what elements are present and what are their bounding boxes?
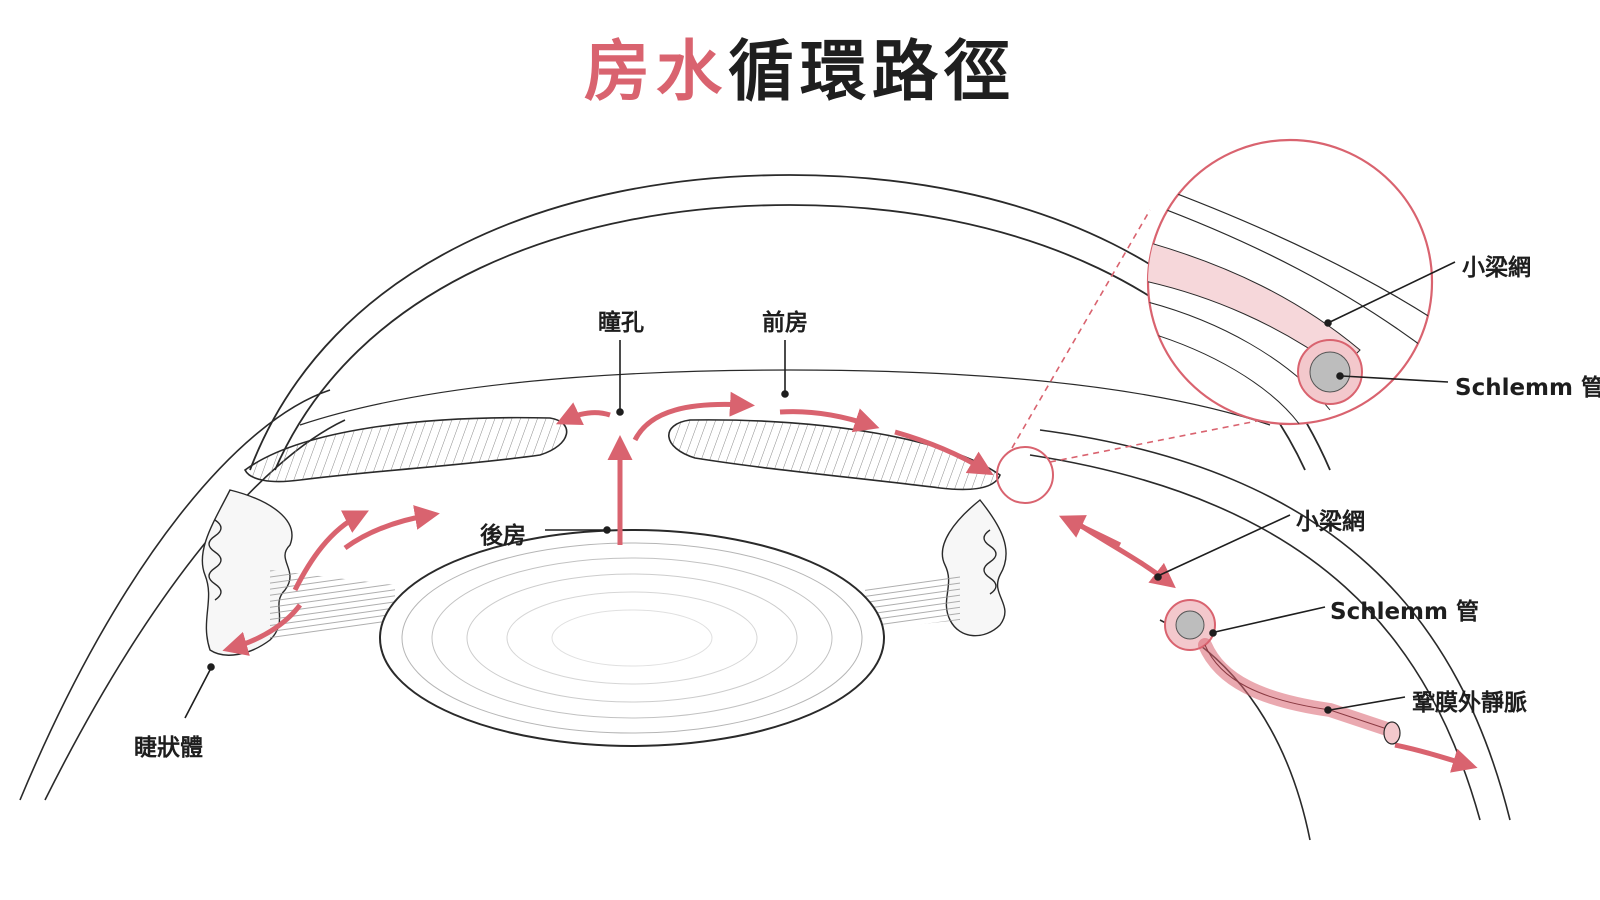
flow-ciliary-return [222,603,302,656]
label-pupil: 瞳孔 [598,310,644,336]
inset-magnified-view [1146,138,1434,426]
flow-exit [1394,742,1478,773]
flow-to-angle [894,429,994,476]
label-ciliary-body: 睫狀體 [134,735,203,761]
label-inset-schlemm-canal: Schlemm 管 [1455,375,1600,401]
episcleral-vein [1198,638,1401,745]
title-rest: 循環路徑 [728,33,1016,110]
zonule-left [270,570,395,640]
flow-pupil-left [555,402,611,425]
title-accent: 房水 [584,33,728,110]
zoom-connectors [1011,209,1263,463]
label-trabecular-meshwork: 小梁網 [1296,509,1365,535]
label-posterior-chamber: 後房 [480,523,526,549]
lens [379,529,885,747]
leader-lines [184,261,1456,719]
flow-pupil-right [632,391,755,442]
iris-right [668,419,1001,491]
aqueous-flow [222,391,1478,773]
label-anterior-chamber: 前房 [762,310,808,336]
iris-left [243,416,568,483]
label-inset-trabecular-meshwork: 小梁網 [1462,255,1531,281]
flow-anterior-chamber [779,408,880,433]
angle-zoom-circle [996,446,1054,504]
flow-posterior-chamber [343,505,440,551]
schlemm-canal-main [1164,599,1216,651]
flow-ciliary-up [292,510,369,592]
label-schlemm-canal: Schlemm 管 [1330,599,1479,625]
label-episcleral-vein: 鞏膜外靜脈 [1412,690,1527,716]
page-title: 房水循環路徑 [0,18,1600,114]
zonule-right [865,575,960,630]
flow-meshwork-back [1058,515,1122,548]
